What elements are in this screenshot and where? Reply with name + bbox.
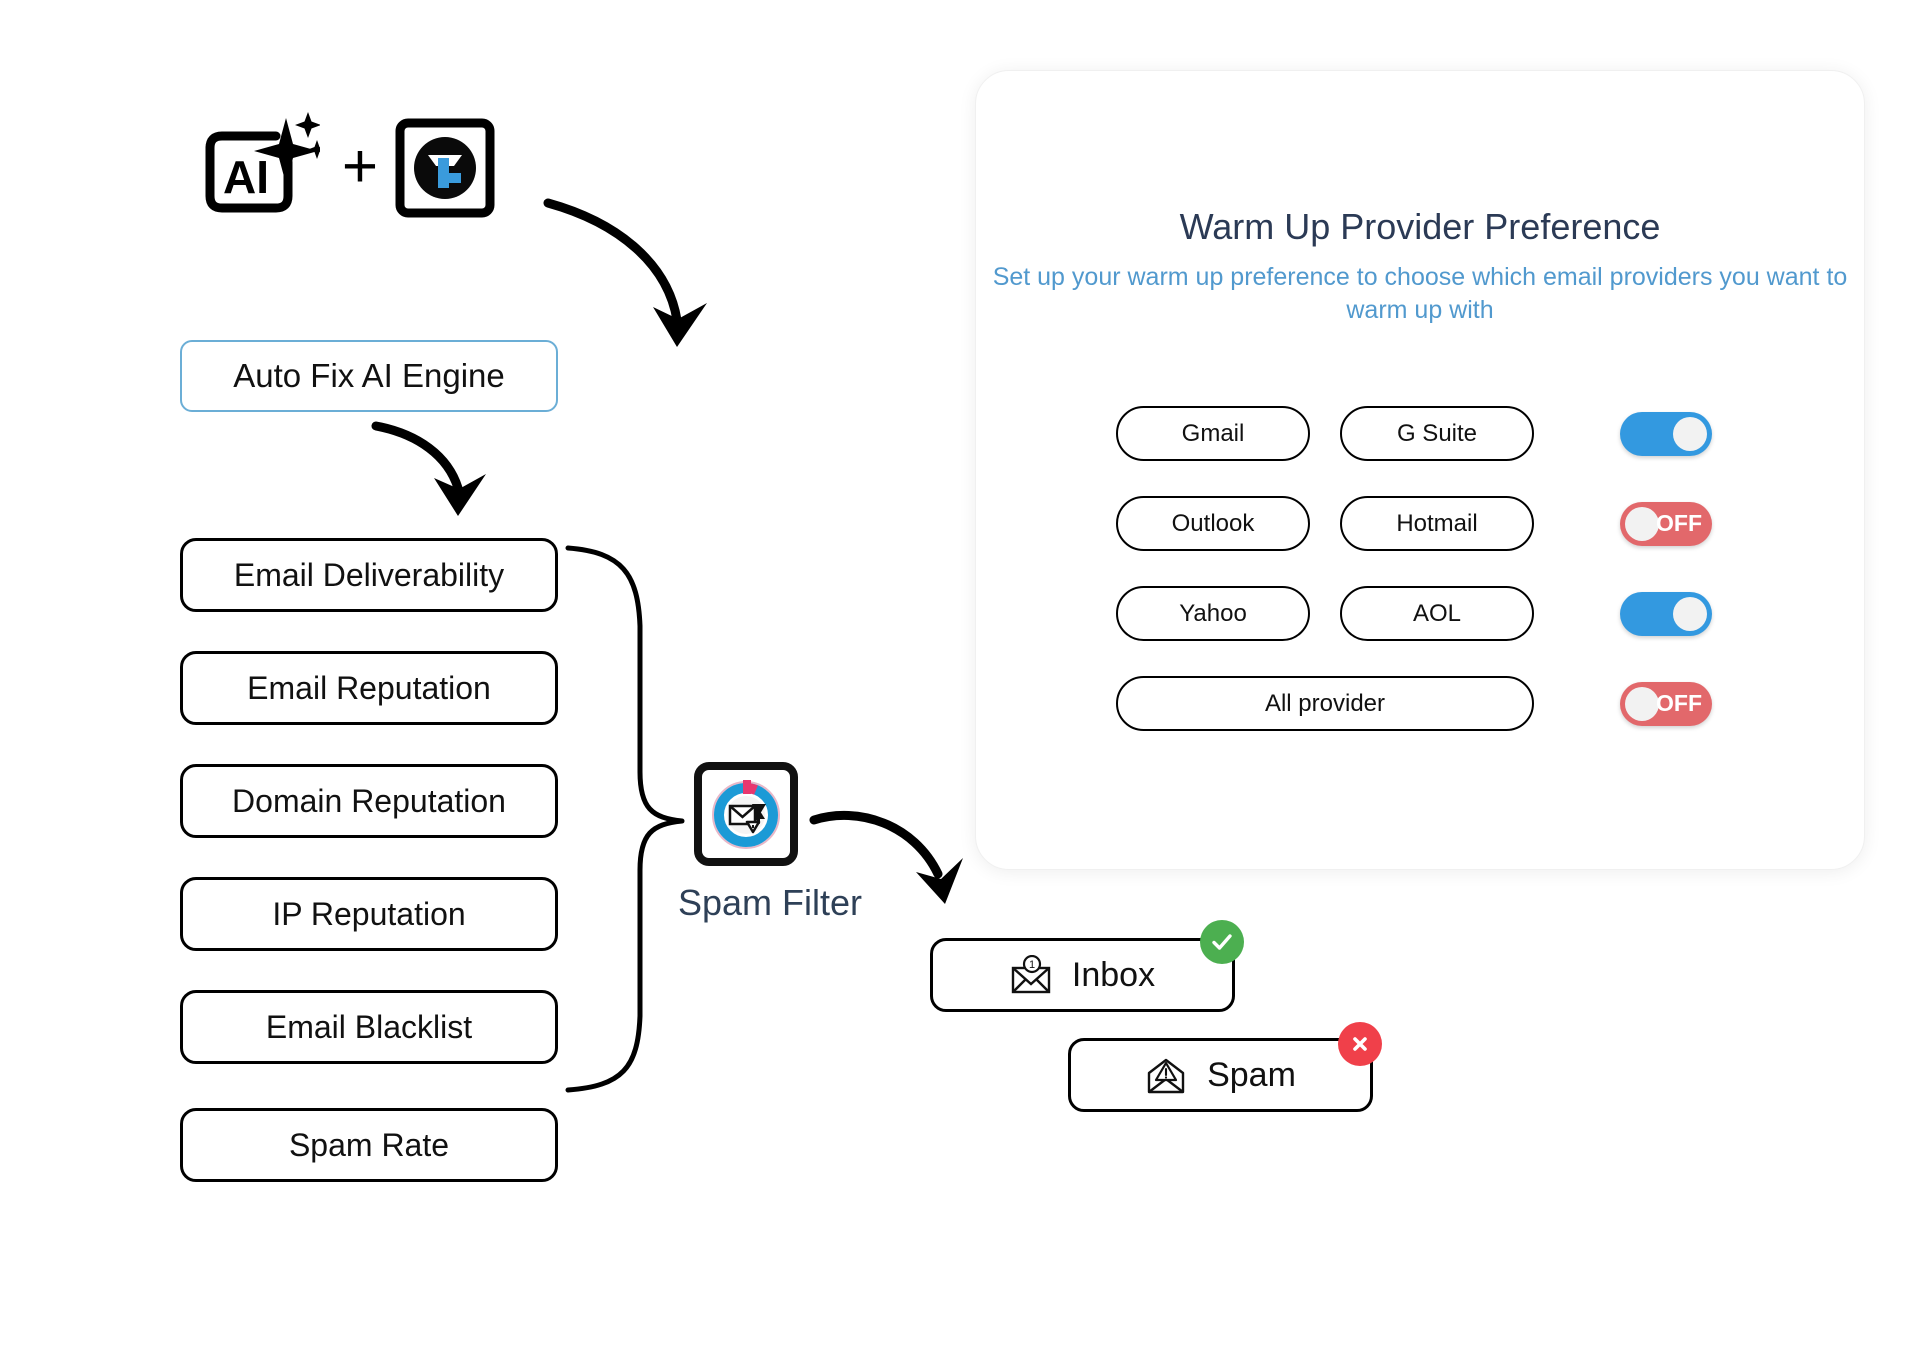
toggle-knob — [1625, 506, 1659, 541]
provider-button-g-suite[interactable]: G Suite — [1340, 406, 1534, 461]
provider-button-outlook[interactable]: Outlook — [1116, 496, 1310, 551]
plus-icon: + — [341, 132, 379, 201]
provider-button-label: G Suite — [1396, 419, 1478, 447]
metric-label: Email Reputation — [247, 669, 491, 706]
metric-item-spam-rate[interactable]: Spam Rate — [180, 1108, 558, 1182]
provider-rows: Gmail G Suite Outlook H — [1116, 406, 1736, 766]
provider-button-label: Gmail — [1181, 419, 1245, 447]
spam-result-box[interactable]: Spam — [1068, 1038, 1373, 1112]
metric-item-email-reputation[interactable]: Email Reputation — [180, 651, 558, 725]
cross-badge-icon — [1338, 1022, 1382, 1066]
provider-button-aol[interactable]: AOL — [1340, 586, 1534, 641]
warm-up-provider-card: Warm Up Provider Preference Set up your … — [975, 70, 1865, 870]
metric-item-email-deliverability[interactable]: Email Deliverability — [180, 538, 558, 612]
provider-button-all-provider[interactable]: All provider — [1116, 676, 1534, 731]
toggle-off-label: OFF — [1656, 510, 1702, 536]
inbox-result-box[interactable]: 1 Inbox — [930, 938, 1235, 1012]
provider-button-label: All provider — [1264, 689, 1386, 717]
provider-row: All provider OFF — [1116, 676, 1736, 731]
provider-row: Gmail G Suite — [1116, 406, 1736, 461]
provider-button-gmail[interactable]: Gmail — [1116, 406, 1310, 461]
provider-button-label: Hotmail — [1396, 509, 1478, 537]
toggle-slot: OFF — [1534, 681, 1712, 726]
metric-label: Domain Reputation — [232, 782, 506, 819]
metric-item-ip-reputation[interactable]: IP Reputation — [180, 877, 558, 951]
provider-toggle-row-2[interactable]: OFF — [1620, 501, 1712, 546]
arrow-autofix-to-list-icon — [371, 421, 486, 516]
metric-item-domain-reputation[interactable]: Domain Reputation — [180, 764, 558, 838]
logo-row: AI + — [190, 110, 510, 225]
auto-fix-ai-engine-box[interactable]: Auto Fix AI Engine — [180, 340, 558, 412]
provider-button-label: AOL — [1412, 599, 1462, 627]
toggle-off-label: OFF — [1656, 690, 1702, 716]
brand-e-logo-icon — [395, 118, 495, 218]
toggle-slot — [1534, 411, 1712, 456]
brace-connector-icon — [565, 545, 685, 1093]
toggle-knob — [1673, 416, 1707, 451]
check-badge-icon — [1200, 920, 1244, 964]
provider-button-label: Yahoo — [1179, 599, 1247, 627]
metric-label: Email Deliverability — [233, 556, 505, 593]
metric-label: Spam Rate — [288, 1126, 450, 1163]
toggle-knob — [1673, 596, 1707, 631]
toggle-knob — [1625, 686, 1659, 721]
provider-toggle-row-1[interactable] — [1620, 411, 1712, 456]
spam-filter-label: Spam Filter — [677, 882, 863, 923]
metric-label: Email Blacklist — [265, 1008, 473, 1045]
card-subtitle: Set up your warm up preference to choose… — [992, 263, 1848, 324]
spam-label: Spam — [1207, 1055, 1296, 1094]
provider-toggle-row-4[interactable]: OFF — [1620, 681, 1712, 726]
inbox-label: Inbox — [1071, 955, 1156, 994]
svg-text:1: 1 — [1029, 959, 1035, 971]
svg-text:AI: AI — [223, 151, 269, 203]
provider-toggle-row-3[interactable] — [1620, 591, 1712, 636]
arrow-logos-to-autofix-icon — [543, 198, 707, 347]
provider-button-label: Outlook — [1171, 509, 1255, 537]
envelope-badge-icon: 1 — [1011, 955, 1051, 994]
card-title: Warm Up Provider Preference — [1179, 206, 1661, 247]
provider-button-yahoo[interactable]: Yahoo — [1116, 586, 1310, 641]
provider-row: Outlook Hotmail OFF — [1116, 496, 1736, 551]
ai-sparkle-icon: AI — [205, 112, 320, 213]
metric-item-email-blacklist[interactable]: Email Blacklist — [180, 990, 558, 1064]
provider-row: Yahoo AOL — [1116, 586, 1736, 641]
spam-filter-gauge-icon — [694, 762, 798, 866]
provider-button-hotmail[interactable]: Hotmail — [1340, 496, 1534, 551]
toggle-slot — [1534, 591, 1712, 636]
auto-fix-label: Auto Fix AI Engine — [233, 357, 505, 394]
metric-label: IP Reputation — [272, 895, 466, 932]
arrow-filter-to-inbox-icon — [809, 810, 963, 904]
toggle-slot: OFF — [1534, 501, 1712, 546]
envelope-warning-icon — [1147, 1058, 1185, 1094]
